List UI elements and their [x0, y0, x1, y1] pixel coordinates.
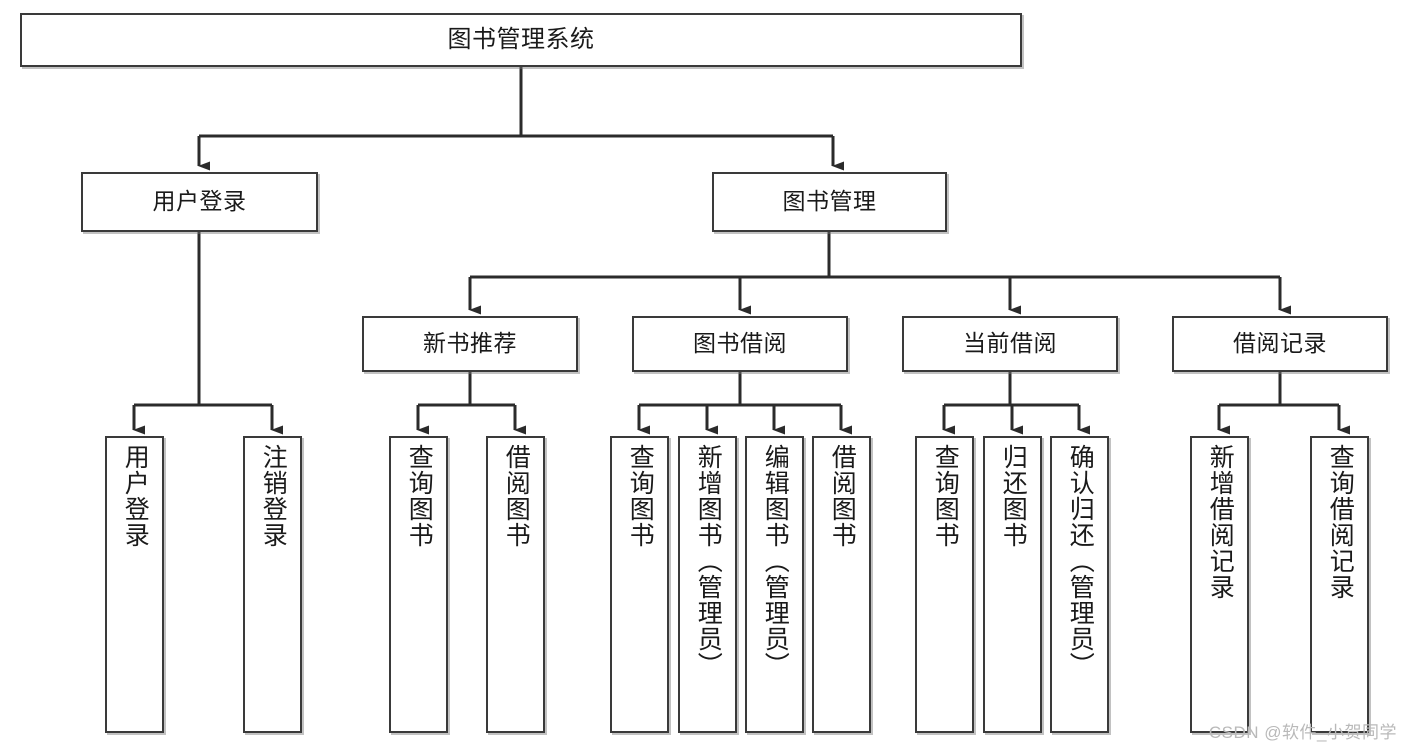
leaf-new-book-borrow-book[interactable]: 借阅图书 — [486, 436, 545, 733]
node-label: 图书管理 — [782, 188, 877, 215]
node-borrow-record[interactable]: 借阅记录 — [1172, 316, 1388, 372]
leaf-user-login-login[interactable]: 用户登录 — [105, 436, 164, 733]
leaf-book-borrow-add-book-admin[interactable]: 新增图书（管理员） — [678, 436, 737, 733]
node-label: 查询图书 — [626, 444, 655, 548]
node-root-book-management-system[interactable]: 图书管理系统 — [20, 13, 1022, 67]
node-label: 新增图书（管理员） — [694, 444, 723, 678]
node-new-book-recommend[interactable]: 新书推荐 — [362, 316, 578, 372]
node-label: 查询借阅记录 — [1326, 444, 1355, 600]
leaf-user-login-logout[interactable]: 注销登录 — [243, 436, 302, 733]
node-label: 查询图书 — [405, 444, 434, 548]
node-label: 借阅记录 — [1233, 330, 1327, 357]
node-user-login[interactable]: 用户登录 — [81, 172, 318, 232]
node-label: 归还图书 — [999, 444, 1028, 548]
node-label: 用户登录 — [152, 188, 247, 215]
node-book-borrow[interactable]: 图书借阅 — [632, 316, 848, 372]
node-label: 新增借阅记录 — [1206, 444, 1235, 600]
node-label: 用户登录 — [121, 444, 150, 548]
node-label: 注销登录 — [259, 444, 288, 548]
leaf-borrow-record-query-record[interactable]: 查询借阅记录 — [1310, 436, 1369, 733]
leaf-current-borrow-confirm-return-admin[interactable]: 确认归还（管理员） — [1050, 436, 1109, 733]
leaf-current-borrow-return-book[interactable]: 归还图书 — [983, 436, 1042, 733]
leaf-new-book-query-book[interactable]: 查询图书 — [389, 436, 448, 733]
node-current-borrow[interactable]: 当前借阅 — [902, 316, 1118, 372]
node-label: 图书借阅 — [693, 330, 787, 357]
node-book-management[interactable]: 图书管理 — [712, 172, 947, 232]
node-label: 借阅图书 — [502, 444, 531, 548]
leaf-book-borrow-query-book[interactable]: 查询图书 — [610, 436, 669, 733]
leaf-book-borrow-borrow-book[interactable]: 借阅图书 — [812, 436, 871, 733]
node-label: 新书推荐 — [423, 330, 517, 357]
leaf-current-borrow-query-book[interactable]: 查询图书 — [915, 436, 974, 733]
node-label: 借阅图书 — [828, 444, 857, 548]
node-label: 确认归还（管理员） — [1066, 444, 1095, 678]
leaf-borrow-record-add-record[interactable]: 新增借阅记录 — [1190, 436, 1249, 733]
node-label: 查询图书 — [931, 444, 960, 548]
leaf-book-borrow-edit-book-admin[interactable]: 编辑图书（管理员） — [745, 436, 804, 733]
node-label: 编辑图书（管理员） — [761, 444, 790, 678]
node-label: 图书管理系统 — [447, 25, 595, 53]
node-label: 当前借阅 — [963, 330, 1057, 357]
watermark-text: CSDN @软件_小贺同学 — [1208, 723, 1397, 742]
